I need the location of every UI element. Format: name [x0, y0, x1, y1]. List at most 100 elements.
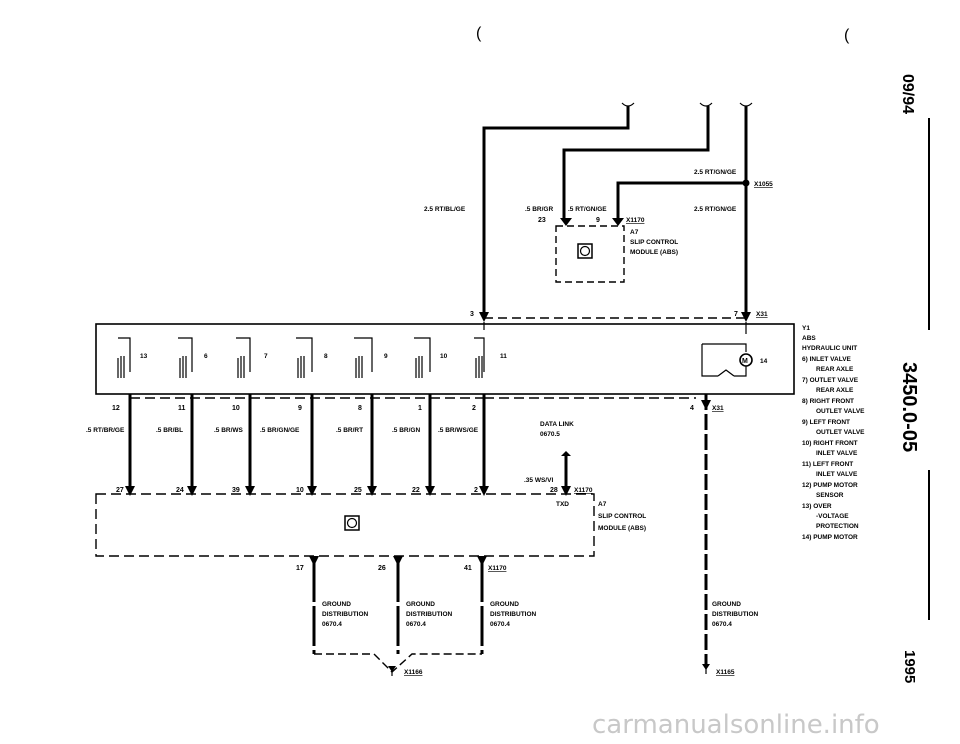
pump-motor-symbol: M — [701, 343, 753, 377]
pin-number: 11 — [178, 405, 186, 412]
legend-line: REAR AXLE — [816, 387, 854, 394]
top-slip-control-module — [555, 218, 625, 283]
wire-label: .5 BR/GR — [525, 206, 553, 213]
pin-number: 24 — [176, 487, 184, 494]
ground-label: 0670.4 — [490, 621, 510, 628]
pin-number: 39 — [232, 487, 240, 494]
pin-number: 7 — [734, 311, 738, 318]
pin-number: 8 — [358, 405, 362, 412]
pin-number: 23 — [538, 217, 546, 224]
legend-line: PROTECTION — [816, 523, 859, 530]
pin-number: 28 — [550, 487, 558, 494]
main-slip-control-module — [95, 486, 595, 557]
ground-label: 0670.4 — [712, 621, 732, 628]
module-name: SLIP CONTROL — [630, 239, 678, 246]
wire-label: .5 BR/WS/GE — [438, 427, 479, 434]
ground-label: DISTRIBUTION — [322, 611, 369, 618]
data-link-ref: 0670.5 — [540, 431, 560, 438]
ground-label: DISTRIBUTION — [490, 611, 537, 618]
legend-line: 8) RIGHT FRONT — [802, 398, 854, 405]
legend-line: -VOLTAGE — [816, 513, 849, 520]
legend-line: 11) LEFT FRONT — [802, 461, 853, 468]
pin-number: 25 — [354, 487, 362, 494]
ground-wires — [309, 556, 710, 676]
module-name: MODULE (ABS) — [630, 249, 678, 256]
wire-label: 2.5 RT/GN/GE — [694, 169, 737, 176]
txd-label: TXD — [556, 501, 569, 508]
legend-line: 10) RIGHT FRONT — [802, 440, 858, 447]
module-name: SLIP CONTROL — [598, 513, 646, 520]
pin-number: 2 — [474, 487, 478, 494]
top-mark-right: ( — [844, 27, 850, 44]
connector-label: X31 — [756, 311, 768, 318]
connector-label: X1166 — [404, 669, 423, 676]
legend-line: ABS — [802, 335, 816, 342]
valve-symbols — [117, 337, 485, 378]
valve-number: 8 — [324, 353, 328, 360]
ground-label: GROUND — [712, 601, 741, 608]
legend-line: REAR AXLE — [816, 366, 854, 373]
pin-number: 41 — [464, 565, 472, 572]
pin-number: 10 — [296, 487, 304, 494]
legend-line: 6) INLET VALVE — [802, 356, 852, 363]
data-link-label: DATA LINK — [540, 421, 574, 428]
bottom-wires — [128, 394, 708, 668]
ground-distribution-labels: GROUND DISTRIBUTION 0670.4 GROUND DISTRI… — [322, 601, 759, 628]
valve-number: 7 — [264, 353, 268, 360]
pin-number: 27 — [116, 487, 124, 494]
valve-number: 6 — [204, 353, 208, 360]
legend-line: INLET VALVE — [816, 471, 858, 478]
wire-label: .5 BR/BL — [156, 427, 183, 434]
wire-label: .5 BR/RT — [336, 427, 363, 434]
valve-number: 11 — [500, 353, 507, 360]
legend-line: 9) LEFT FRONT — [802, 419, 850, 426]
wire-label: .5 BR/GN — [392, 427, 420, 434]
pump-motor-number: 14 — [760, 358, 768, 365]
svg-text:M: M — [742, 358, 748, 365]
ground-label: GROUND — [322, 601, 351, 608]
legend-line: Y1 — [802, 325, 810, 332]
legend-line: 13) OVER — [802, 503, 832, 510]
module-id: A7 — [598, 501, 607, 508]
legend-line: 7) OUTLET VALVE — [802, 377, 859, 384]
top-mark-left: ( — [476, 25, 482, 42]
legend-line: OUTLET VALVE — [816, 408, 865, 415]
connector-label: X1170 — [488, 565, 507, 572]
wire-label: .5 BR/GN/GE — [260, 427, 300, 434]
valve-number: 13 — [140, 353, 148, 360]
connector-label: X31 — [712, 405, 724, 412]
top-wires — [482, 102, 753, 318]
pin-number: 12 — [112, 405, 120, 412]
wire-label: .5 RT/BR/GE — [86, 427, 125, 434]
valve-number: 9 — [384, 353, 388, 360]
legend-line: OUTLET VALVE — [816, 429, 865, 436]
ground-label: GROUND — [490, 601, 519, 608]
pin-number: 17 — [296, 565, 304, 572]
ground-label: GROUND — [406, 601, 435, 608]
hydraulic-unit-y1 — [95, 312, 795, 395]
wire-label: .35 WS/VI — [524, 477, 553, 484]
wire-label: .5 BR/WS — [214, 427, 244, 434]
legend-line: 12) PUMP MOTOR — [802, 482, 858, 489]
pin-number: 3 — [470, 311, 474, 318]
wire-label: .5 RT/GN/GE — [568, 206, 607, 213]
module-id: A7 — [630, 229, 639, 236]
watermark-text: carmanualsonline.info — [592, 710, 880, 740]
legend-line: INLET VALVE — [816, 450, 858, 457]
side-section-code: 3450.0-05 — [898, 362, 920, 453]
pin-number: 22 — [412, 487, 420, 494]
wire-label: 2.5 RT/BL/GE — [424, 206, 466, 213]
ground-label: 0670.4 — [406, 621, 426, 628]
connector-label: X1165 — [716, 669, 735, 676]
pin-number: 2 — [472, 405, 476, 412]
side-date: 09/94 — [899, 74, 916, 115]
ground-label: DISTRIBUTION — [712, 611, 759, 618]
valve-number: 10 — [440, 353, 448, 360]
pin-number: 9 — [298, 405, 302, 412]
ground-label: 0670.4 — [322, 621, 342, 628]
connector-label: X1170 — [626, 217, 645, 224]
side-year: 1995 — [901, 650, 918, 684]
pin-number: 26 — [378, 565, 386, 572]
